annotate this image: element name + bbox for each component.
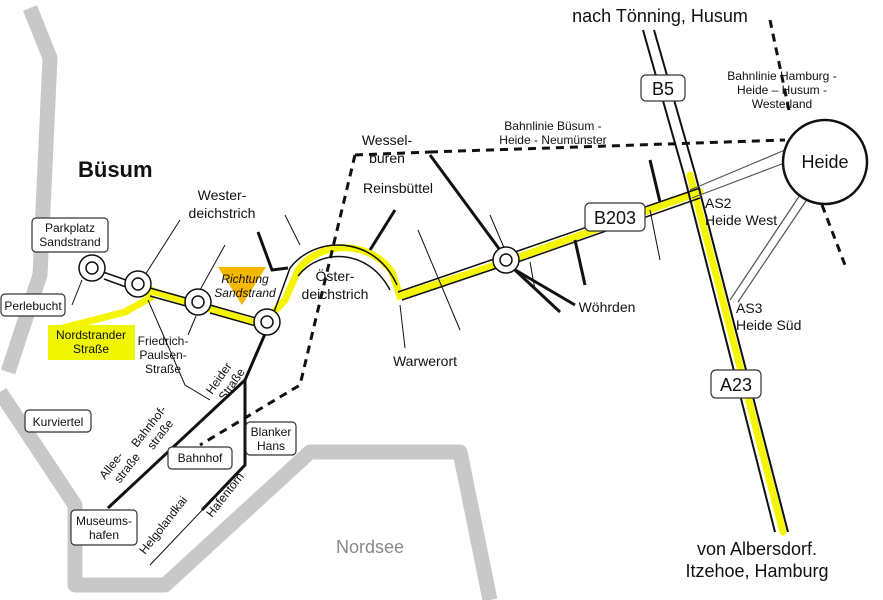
nordstrander-label-bg xyxy=(48,325,135,360)
roundabout xyxy=(492,246,520,274)
label-woehrden: Wöhrden xyxy=(579,299,636,315)
roundabout xyxy=(124,270,152,298)
label-parkplatz: Parkplatz xyxy=(45,221,95,235)
map-title: Büsum xyxy=(78,157,153,182)
label-oster: Öster- xyxy=(316,267,355,284)
railway-lines xyxy=(199,19,847,447)
label-museum: Museums- xyxy=(76,514,132,528)
label-bahnhof: Bahnhof xyxy=(178,451,223,465)
label-as2: AS2 xyxy=(705,195,732,211)
label-wessel-2: buren xyxy=(369,150,405,166)
roundabouts xyxy=(78,246,520,336)
label-warwerort: Warwerort xyxy=(393,353,457,369)
roundabout xyxy=(78,254,106,282)
label-north: nach Tönning, Husum xyxy=(572,6,748,26)
busum-roads xyxy=(102,267,291,327)
shield-b203: B203 xyxy=(594,208,636,228)
shields: B5 B203 A23 xyxy=(584,74,762,399)
label-friedrich-2: Paulsen- xyxy=(139,348,186,362)
label-blanker: Blanker xyxy=(251,425,292,439)
label-wessel: Wessel- xyxy=(362,132,413,148)
label-nordstrander-2: Straße xyxy=(73,342,109,356)
label-wester-2: deichstrich xyxy=(189,205,256,221)
label-kurviertel: Kurviertel xyxy=(33,415,84,429)
label-nordsee: Nordsee xyxy=(336,537,404,557)
label-parkplatz-2: Sandstrand xyxy=(39,235,100,249)
label-nordstrander: Nordstrander xyxy=(56,328,126,342)
label-reinsbuettel: Reinsbüttel xyxy=(363,180,433,196)
coastline xyxy=(0,5,498,600)
label-heide: Heide xyxy=(801,152,848,172)
label-rail-hamburg: Bahnlinie Hamburg - xyxy=(727,69,836,83)
label-rail-buesum-2: Heide - Neumünster xyxy=(499,133,606,147)
label-museum-2: hafen xyxy=(89,528,119,542)
roundabout xyxy=(184,288,212,316)
minor-roads xyxy=(71,209,661,566)
label-as3-2: Heide Süd xyxy=(736,317,801,333)
label-rail-buesum: Bahnlinie Büsum - xyxy=(504,119,601,133)
shield-a23: A23 xyxy=(720,375,752,395)
label-perlebucht: Perlebucht xyxy=(4,299,62,313)
label-as2-2: Heide West xyxy=(705,212,777,228)
label-south-2: Itzehoe, Hamburg xyxy=(685,561,828,581)
direction-arrow xyxy=(218,267,266,305)
label-rail-hamburg-3: Westerland xyxy=(752,97,812,111)
label-blanker-2: Hans xyxy=(257,439,285,453)
label-helgolandkai: Helgolandkai xyxy=(136,494,190,557)
label-richtung-2: Sandstrand xyxy=(214,286,276,300)
heide-circle xyxy=(781,118,869,206)
label-rail-hamburg-2: Heide – Husum - xyxy=(737,83,827,97)
label-friedrich: Friedrich- xyxy=(138,334,189,348)
label-south: von Albersdorf. xyxy=(697,539,817,559)
osterdeichstrich-road xyxy=(289,244,398,291)
label-oster-2: deichstrich xyxy=(302,286,369,302)
roundabout xyxy=(253,308,281,336)
label-friedrich-3: Straße xyxy=(145,362,181,376)
label-richtung: Richtung xyxy=(221,272,269,286)
label-as3: AS3 xyxy=(736,300,763,316)
label-wester: Wester- xyxy=(198,187,247,203)
rail-label-leader xyxy=(354,150,431,157)
highlighted-route xyxy=(51,171,787,536)
shield-b5: B5 xyxy=(652,79,674,99)
heide-connectors xyxy=(689,149,809,303)
